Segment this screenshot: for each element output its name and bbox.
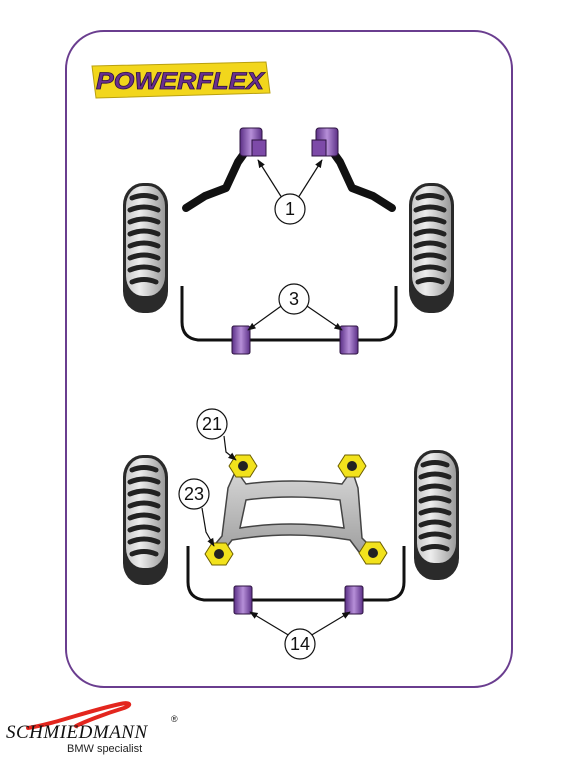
rear-anti-roll-bar [186, 546, 406, 602]
front-anti-roll-bar [180, 286, 398, 342]
rear-subframe-rear-left-bush [204, 542, 234, 566]
callout-21-label: 21 [202, 414, 222, 434]
diagram-frame [65, 30, 513, 688]
callout-23: 23 [178, 478, 210, 510]
front-left-tyre [123, 183, 168, 313]
callout-1-label: 1 [285, 199, 295, 219]
front-left-arb-bush [231, 325, 251, 355]
brand-name: SCHMIEDMANN [6, 722, 148, 743]
rear-subframe [210, 468, 376, 558]
callout-23-label: 23 [184, 484, 204, 504]
suspension-diagram: POWERFLEX 1 3 [65, 30, 513, 688]
rear-right-tyre [414, 450, 459, 580]
callout-3-label: 3 [289, 289, 299, 309]
front-right-arm [326, 144, 396, 212]
front-left-mount-bush [239, 127, 267, 157]
front-right-arb-bush [339, 325, 359, 355]
registered-mark: ® [171, 714, 178, 724]
brand-subtitle: BMW specialist [67, 743, 143, 755]
rear-right-arb-bush [344, 585, 364, 615]
rear-left-arb-bush [233, 585, 253, 615]
callout-14: 14 [284, 628, 316, 660]
callout-3: 3 [278, 283, 310, 315]
front-left-arm [182, 144, 252, 212]
powerflex-logo: POWERFLEX [91, 61, 271, 99]
rear-left-tyre [123, 455, 168, 585]
rear-subframe-front-right-bush [337, 454, 367, 478]
front-right-tyre [409, 183, 454, 313]
swoosh-icon [26, 701, 132, 730]
callout-21: 21 [196, 408, 228, 440]
callout-1: 1 [274, 193, 306, 225]
schmiedmann-logo: SCHMIEDMANN ® BMW specialist [6, 700, 206, 757]
powerflex-logo-text: POWERFLEX [96, 68, 266, 95]
rear-subframe-rear-right-bush [358, 541, 388, 565]
callout-14-label: 14 [290, 634, 310, 654]
front-right-mount-bush [311, 127, 339, 157]
